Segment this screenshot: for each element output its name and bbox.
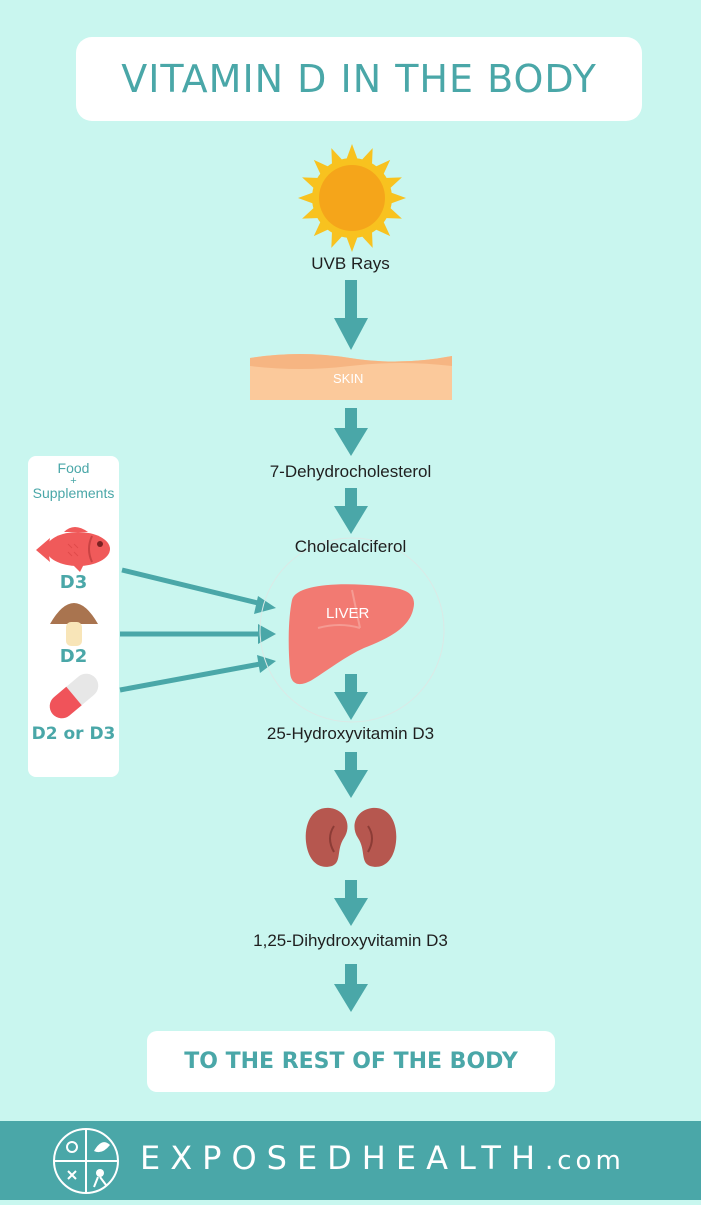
page-title: VITAMIN D IN THE BODY bbox=[121, 57, 597, 101]
fish-icon bbox=[36, 527, 110, 572]
sun-ray bbox=[302, 177, 320, 190]
sun-ray bbox=[360, 230, 373, 248]
step-1-25-dihydroxyvitamin: 1,25-Dihydroxyvitamin D3 bbox=[253, 931, 448, 950]
arrow-down-icon bbox=[334, 674, 368, 720]
logo-icon bbox=[53, 1128, 119, 1194]
sun-ray bbox=[298, 191, 315, 205]
brand-wordmark: EXPOSEDHEALTH.com bbox=[140, 1139, 625, 1177]
arrow-down-icon bbox=[334, 488, 368, 534]
sun-ray bbox=[345, 144, 359, 161]
brand-domain: .com bbox=[545, 1146, 625, 1176]
sun-ray bbox=[313, 220, 330, 237]
sun-ray bbox=[360, 148, 373, 166]
step-25-hydroxyvitamin: 25-Hydroxyvitamin D3 bbox=[266, 724, 435, 743]
skin-label: SKIN bbox=[333, 371, 364, 386]
sources-panel: Food + Supplements bbox=[28, 456, 119, 777]
liver-icon bbox=[288, 584, 415, 685]
sun-ray bbox=[331, 148, 344, 166]
sources-heading-supplements: Supplements bbox=[32, 485, 115, 501]
arrow-down-icon bbox=[334, 280, 368, 350]
source-mushroom-label: D2 bbox=[59, 646, 88, 667]
sources-heading-plus: + bbox=[70, 475, 77, 487]
liver-halo bbox=[259, 537, 445, 723]
kidney-icon bbox=[305, 807, 397, 867]
step-cholecalciferol: Cholecalciferol bbox=[294, 537, 407, 556]
sun-ray bbox=[345, 235, 359, 252]
source-arrows bbox=[119, 567, 276, 693]
title-box: VITAMIN D IN THE BODY bbox=[76, 37, 642, 121]
arrow-down-icon bbox=[334, 964, 368, 1012]
mushroom-icon bbox=[50, 603, 98, 646]
liver-label: LIVER bbox=[326, 605, 370, 622]
sun-ray bbox=[313, 159, 330, 176]
sun-ray bbox=[384, 177, 402, 190]
arrow-down-icon bbox=[334, 752, 368, 798]
capsule-icon bbox=[49, 673, 99, 719]
sun-ray bbox=[384, 206, 402, 219]
skin-icon bbox=[250, 354, 452, 400]
destination-box: TO THE REST OF THE BODY bbox=[147, 1031, 555, 1092]
brand-exposed: EXPOSED bbox=[140, 1139, 362, 1177]
sun-ray bbox=[374, 220, 391, 237]
flow-arrows bbox=[334, 280, 368, 1012]
arrow-down-icon bbox=[334, 408, 368, 456]
source-fish-label: D3 bbox=[59, 572, 88, 593]
footer bbox=[0, 1121, 701, 1200]
arrow-down-icon bbox=[334, 880, 368, 926]
sun-ray bbox=[389, 191, 406, 205]
brand-health: HEALTH bbox=[361, 1139, 545, 1177]
sun-ray bbox=[302, 206, 320, 219]
source-capsule-label: D2 or D3 bbox=[31, 724, 116, 744]
step-7-dehydrocholesterol: 7-Dehydrocholesterol bbox=[269, 462, 432, 481]
sun-ray bbox=[331, 230, 344, 248]
sources-icons bbox=[36, 527, 110, 719]
sun-ray bbox=[374, 159, 391, 176]
destination-label: TO THE REST OF THE BODY bbox=[184, 1049, 518, 1074]
uvb-label: UVB Rays bbox=[311, 254, 390, 273]
sun-icon bbox=[298, 144, 406, 252]
sources-heading-food: Food bbox=[57, 460, 90, 476]
